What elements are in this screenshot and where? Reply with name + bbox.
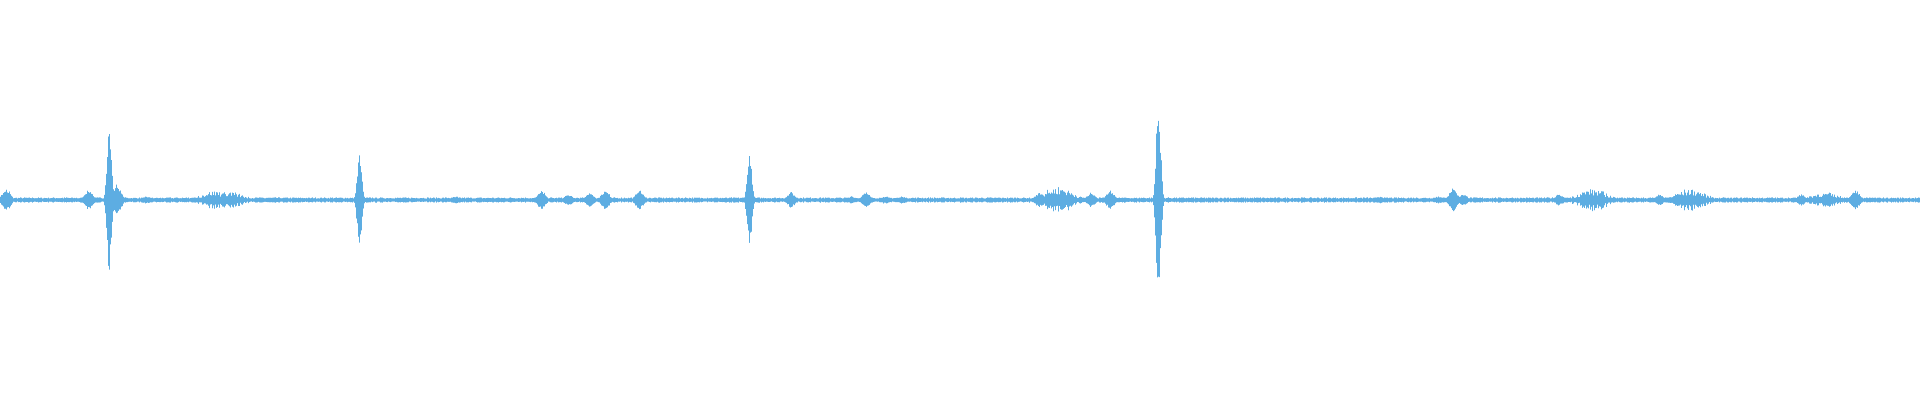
waveform-bars xyxy=(0,120,1920,278)
